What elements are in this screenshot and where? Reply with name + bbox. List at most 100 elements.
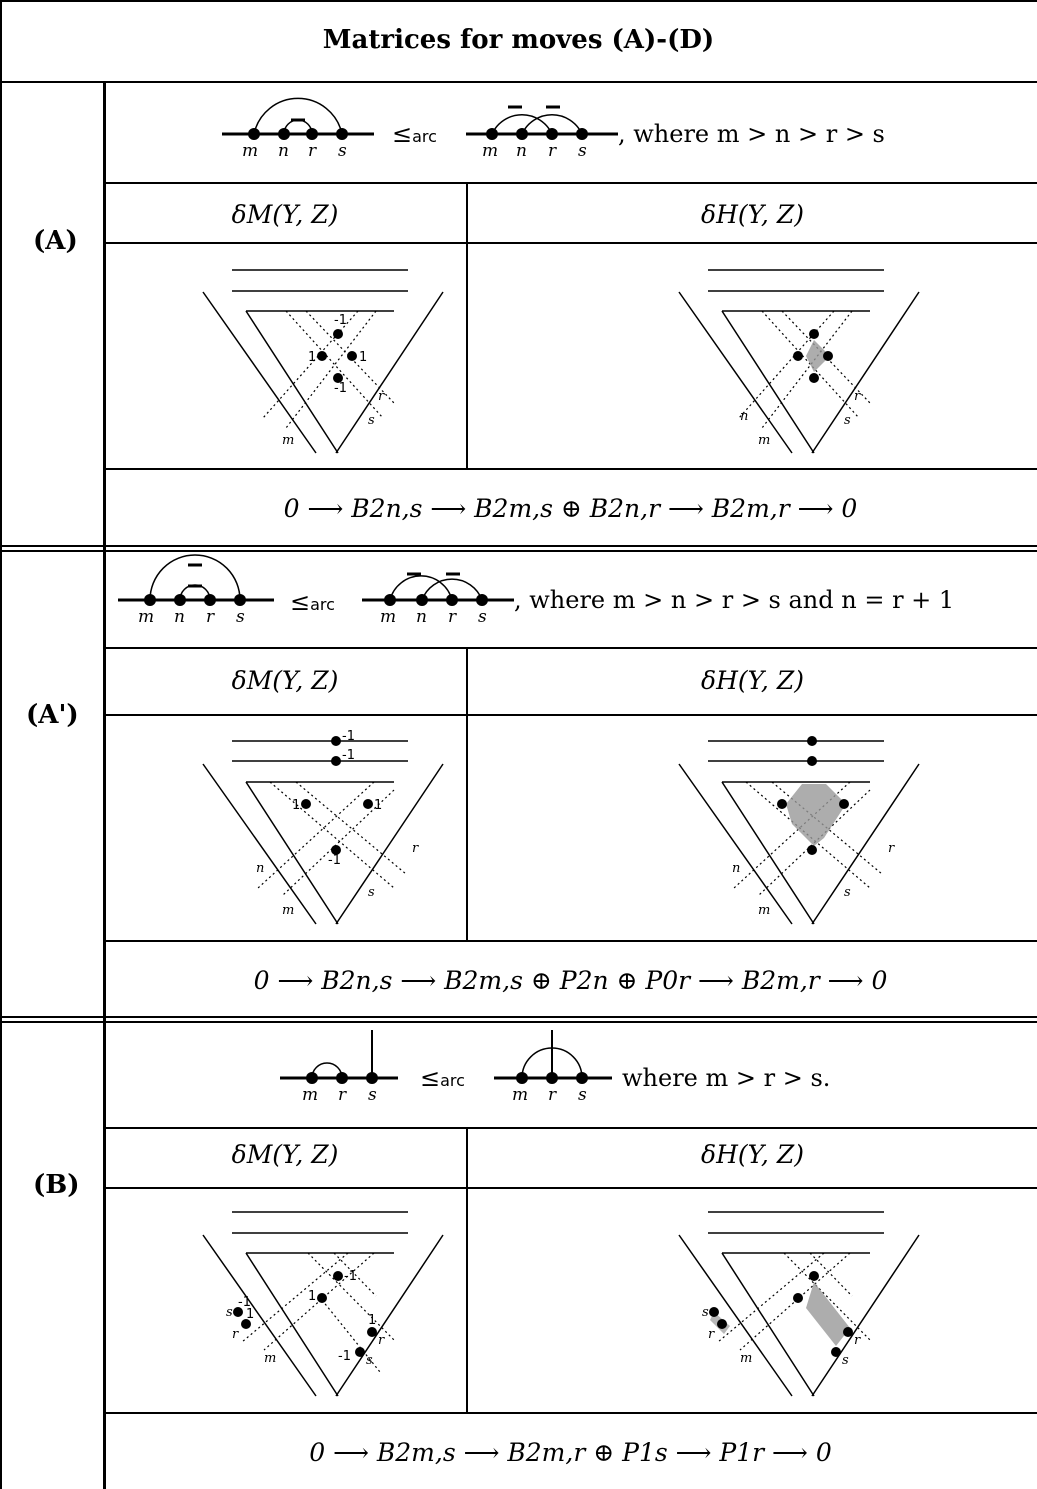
a-arc-label-m: m (242, 141, 258, 161)
b-exact-sequence: 0 ⟶ B2m,s ⟶ B2m,r ⊕ P1s ⟶ P1r ⟶ 0 (309, 1438, 832, 1467)
svg-text:s: s (578, 141, 587, 161)
a-arc-label-s: s (338, 141, 347, 161)
table-title: Matrices for moves (A)-(D) (322, 25, 715, 55)
section-label-a: (A) (33, 226, 78, 256)
ap-diagram-left: -1 -1 1 1 -1 n r s m (202, 729, 444, 925)
svg-text:s: s (366, 1353, 373, 1368)
svg-text:1: 1 (308, 350, 316, 365)
b-cond-rule-real (104, 1127, 1037, 1129)
svg-text:1: 1 (374, 798, 382, 813)
svg-text:r: r (448, 607, 457, 627)
svg-text:m: m (282, 903, 294, 918)
svg-text:n: n (740, 409, 748, 424)
svg-text:1: 1 (359, 350, 367, 365)
a-col-divider (466, 183, 468, 469)
svg-text:-1: -1 (342, 748, 355, 763)
ap-col-right-header: δH(Y, Z) (701, 666, 804, 695)
svg-text:r: r (854, 389, 861, 404)
svg-text:m: m (758, 433, 770, 448)
svg-text:-1: -1 (334, 381, 347, 396)
section-label-b: (B) (33, 1170, 80, 1200)
svg-text:m: m (482, 141, 498, 161)
svg-text:-1: -1 (338, 1349, 351, 1364)
b-col-right-header: δH(Y, Z) (701, 1140, 804, 1169)
svg-text:r: r (888, 841, 895, 856)
a-condition-text: , where m > n > r > s (618, 120, 885, 148)
ap-relation: ≤arc (290, 588, 335, 616)
svg-text:m: m (512, 1085, 528, 1105)
ap-col-left-header: δM(Y, Z) (231, 666, 339, 695)
a-col-right-header: δH(Y, Z) (701, 200, 804, 229)
a-col-left-header: δM(Y, Z) (231, 200, 339, 229)
svg-text:r: r (232, 1327, 239, 1342)
svg-text:s: s (702, 1305, 709, 1320)
svg-text:s: s (478, 607, 487, 627)
b-condition-text: where m > r > s. (622, 1064, 831, 1092)
a-cond-rule (104, 182, 1037, 184)
a-end-rule-2 (0, 550, 1037, 552)
b-arc-diagram-right: m r s (494, 1030, 612, 1105)
a-diagram-right: m n r s (678, 269, 920, 454)
svg-text:s: s (368, 1085, 377, 1105)
ap-arc-diagram-left: m n r s (118, 554, 274, 627)
svg-text:-1: -1 (342, 729, 355, 744)
svg-text:1: 1 (246, 1307, 254, 1322)
svg-text:1: 1 (308, 1289, 316, 1304)
svg-text:s: s (368, 885, 375, 900)
ap-condition-text: , where m > n > r > s and n = r + 1 (514, 586, 955, 614)
b-col-left-header: δM(Y, Z) (231, 1140, 339, 1169)
svg-text:s: s (368, 413, 375, 428)
svg-text:s: s (844, 885, 851, 900)
svg-text:s: s (844, 413, 851, 428)
a-diagram-left: -1 1 1 -1 m r s (202, 269, 444, 454)
svg-text:n: n (174, 607, 185, 627)
svg-text:r: r (412, 841, 419, 856)
a-diagram-rule (104, 468, 1037, 470)
ap-end-rule-2 (0, 1021, 1037, 1023)
svg-text:m: m (740, 1351, 752, 1366)
b-diagram-rule (104, 1412, 1037, 1414)
svg-text:r: r (854, 1333, 861, 1348)
svg-text:s: s (578, 1085, 587, 1105)
svg-text:n: n (732, 861, 740, 876)
a-relation: ≤arc (392, 120, 437, 148)
svg-text:n: n (256, 861, 264, 876)
svg-text:m: m (380, 607, 396, 627)
title-bottom-rule (0, 81, 1037, 83)
b-header-rule (104, 1187, 1037, 1189)
ap-arc-diagram-right: m n r s (362, 572, 514, 627)
ap-col-divider (466, 648, 468, 941)
b-arc-diagram-left: m r s (280, 1030, 398, 1105)
b-diagram-right: s r m r s (678, 1211, 920, 1397)
svg-text:1: 1 (292, 798, 300, 813)
svg-text:m: m (264, 1351, 276, 1366)
frame-top (0, 0, 1037, 2)
frame-left (0, 0, 2, 1489)
svg-text:-1: -1 (344, 1269, 357, 1284)
ap-diagram-rule (104, 940, 1037, 942)
svg-text:n: n (516, 141, 527, 161)
a-arc-diagram-right: m n r s (466, 105, 618, 161)
a-arc-label-r: r (308, 141, 317, 161)
ap-end-rule-1 (0, 1016, 1037, 1018)
a-end-rule-1 (0, 545, 1037, 547)
svg-text:-1: -1 (328, 853, 341, 868)
svg-text:-1: -1 (334, 313, 347, 328)
svg-text:s: s (236, 607, 245, 627)
b-col-divider (466, 1128, 468, 1413)
ap-diagram-right: n r s m (678, 736, 920, 925)
svg-text:-1: -1 (238, 1295, 251, 1310)
svg-text:r: r (378, 389, 385, 404)
svg-text:m: m (758, 903, 770, 918)
ap-header-rule (104, 714, 1037, 716)
section-divider-vertical (103, 82, 106, 1489)
a-exact-sequence: 0 ⟶ B2n,s ⟶ B2m,s ⊕ B2n,r ⟶ B2m,r ⟶ 0 (283, 494, 858, 523)
svg-text:s: s (842, 1353, 849, 1368)
svg-text:r: r (338, 1085, 347, 1105)
svg-text:m: m (138, 607, 154, 627)
ap-cond-rule (104, 647, 1037, 649)
svg-text:r: r (548, 141, 557, 161)
b-diagram-left: -1 1 -1 1 1 -1 s r m r s (202, 1211, 444, 1397)
svg-text:m: m (302, 1085, 318, 1105)
svg-text:1: 1 (368, 1313, 376, 1328)
